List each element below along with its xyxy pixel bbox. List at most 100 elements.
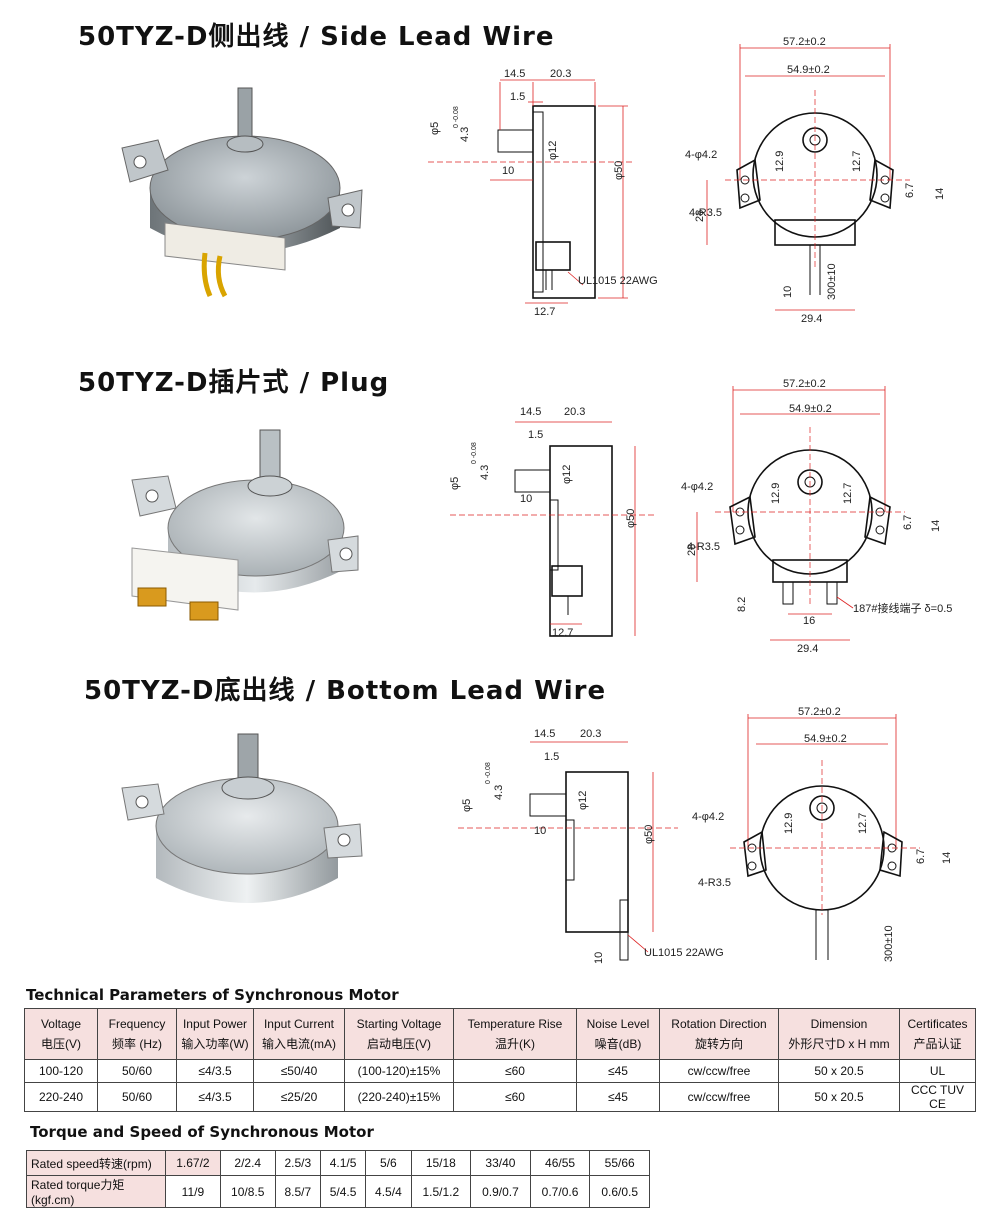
cell: 8.5/7 — [274, 1175, 321, 1208]
params-table-title: Technical Parameters of Synchronous Moto… — [26, 986, 399, 1004]
cell: 55/66 — [589, 1150, 650, 1176]
dim-connector: 10 — [593, 952, 605, 964]
dim-total-width: 57.2±0.2 — [798, 706, 841, 718]
dim-total-width: 57.2±0.2 — [783, 36, 826, 48]
dim-shaft-ext: 10 — [534, 825, 546, 837]
wire-note: UL1015 22AWG — [578, 275, 658, 287]
dim-flange: 1.5 — [528, 429, 543, 441]
dim-h5: 28 — [686, 544, 698, 556]
cell: ≤45 — [576, 1082, 660, 1112]
table-row: 100-120 50/60 ≤4/3.5 ≤50/40 (100-120)±15… — [24, 1059, 976, 1083]
dim-h4: 14 — [934, 188, 946, 200]
cell: 100-120 — [24, 1059, 98, 1083]
front-view-drawing-bottom-lead: 57.2±0.2 54.9±0.2 4-φ4.2 4-R3.5 12.9 12.… — [692, 706, 953, 962]
cell: UL — [899, 1059, 976, 1083]
terminal-note: 187#接线端子 δ=0.5 — [853, 601, 952, 615]
cell: 46/55 — [529, 1150, 591, 1176]
cell: CCC TUV CE — [899, 1082, 976, 1112]
dim-b2: 300±10 — [883, 925, 895, 962]
side-view-drawing-side-lead: 14.5 20.3 1.5 φ5 4.3 0 -0.08 φ12 10 φ50 … — [428, 68, 658, 318]
dim-flat-tol: 0 -0.08 — [453, 106, 460, 128]
dim-flange: 1.5 — [544, 751, 559, 763]
wire-note: UL1015 22AWG — [644, 947, 724, 959]
dim-b3: 29.4 — [801, 313, 822, 325]
cell: 1.67/2 — [165, 1150, 221, 1176]
dim-h2: 12.7 — [851, 151, 863, 172]
dim-phi50: φ50 — [613, 161, 625, 180]
cell: ≤60 — [453, 1082, 577, 1112]
dim-radius: 4-R3.5 — [689, 207, 722, 219]
section-title-bottom-lead: 50TYZ-D底出线 / Bottom Lead Wire — [84, 676, 607, 706]
cell: 1.5/1.2 — [410, 1175, 472, 1208]
cell: ≤25/20 — [253, 1082, 345, 1112]
motor-photo-plug — [131, 429, 359, 621]
cell: 4.1/5 — [319, 1150, 367, 1176]
dim-radius: 4-R3.5 — [687, 541, 720, 553]
dim-flat: 4.3 — [479, 465, 491, 480]
dim-h2: 12.7 — [842, 483, 854, 504]
dim-phi12: φ12 — [561, 465, 573, 484]
cell: 0.9/0.7 — [470, 1175, 531, 1208]
cell: (100-120)±15% — [344, 1059, 454, 1083]
torque-table: Rated speed转速(rpm) 1.67/2 2/2.4 2.5/3 4.… — [26, 1150, 650, 1208]
dim-h2: 12.7 — [857, 813, 869, 834]
table-row: Rated speed转速(rpm) 1.67/2 2/2.4 2.5/3 4.… — [26, 1150, 650, 1176]
dim-phi5: φ5 — [449, 477, 461, 490]
table-row: 220-240 50/60 ≤4/3.5 ≤25/20 (220-240)±15… — [24, 1082, 976, 1112]
cell: 10/8.5 — [219, 1175, 276, 1208]
dim-connector: 12.7 — [534, 306, 555, 318]
dim-phi50: φ50 — [625, 509, 637, 528]
cell: 50 x 20.5 — [778, 1059, 900, 1083]
dim-h3: 6.7 — [904, 183, 916, 198]
cell: 33/40 — [470, 1150, 531, 1176]
dim-hole-pitch: 54.9±0.2 — [787, 64, 830, 76]
dim-h3: 6.7 — [915, 849, 927, 864]
cell: 5/4.5 — [319, 1175, 367, 1208]
cell: (220-240)±15% — [344, 1082, 454, 1112]
dim-shaft-length: 14.5 — [520, 406, 541, 418]
dim-total-width: 57.2±0.2 — [783, 378, 826, 390]
cell: 50 x 20.5 — [778, 1082, 900, 1112]
cell: cw/ccw/free — [659, 1059, 779, 1083]
cell: ≤4/3.5 — [176, 1082, 254, 1112]
cell: ≤45 — [576, 1059, 660, 1083]
dim-body-width: 20.3 — [564, 406, 585, 418]
cell: cw/ccw/free — [659, 1082, 779, 1112]
section-title-plug: 50TYZ-D插片式 / Plug — [78, 368, 390, 398]
dim-b2: 16 — [803, 615, 815, 627]
dim-h1: 12.9 — [770, 483, 782, 504]
front-view-drawing-plug: 57.2±0.2 54.9±0.2 4-φ4.2 4-R3.5 12.9 12.… — [681, 378, 952, 655]
dim-holes: 4-φ4.2 — [685, 149, 717, 161]
dim-radius: 4-R3.5 — [698, 877, 731, 889]
dim-connector: 12.7 — [552, 627, 573, 639]
cell: ≤4/3.5 — [176, 1059, 254, 1083]
speed-label: Rated speed转速(rpm) — [26, 1150, 166, 1176]
cell: 4.5/4 — [365, 1175, 412, 1208]
dim-flange: 1.5 — [510, 91, 525, 103]
torque-label: Rated torque力矩(kgf.cm) — [26, 1175, 166, 1208]
dim-shaft-ext: 10 — [502, 165, 514, 177]
cell: 2/2.4 — [219, 1150, 276, 1176]
dim-b3: 29.4 — [797, 643, 818, 655]
dim-flat: 4.3 — [493, 785, 505, 800]
cell: 50/60 — [97, 1082, 177, 1112]
dim-hole-pitch: 54.9±0.2 — [804, 733, 847, 745]
cell: 0.6/0.5 — [589, 1175, 650, 1208]
dim-h1: 12.9 — [783, 813, 795, 834]
dim-flat-tol: 0 -0.08 — [485, 762, 492, 784]
dim-b1: 8.2 — [736, 597, 748, 612]
cell: 220-240 — [24, 1082, 98, 1112]
dim-holes: 4-φ4.2 — [681, 481, 713, 493]
section-title-side-lead: 50TYZ-D侧出线 / Side Lead Wire — [78, 22, 555, 52]
cell: 0.7/0.6 — [529, 1175, 591, 1208]
